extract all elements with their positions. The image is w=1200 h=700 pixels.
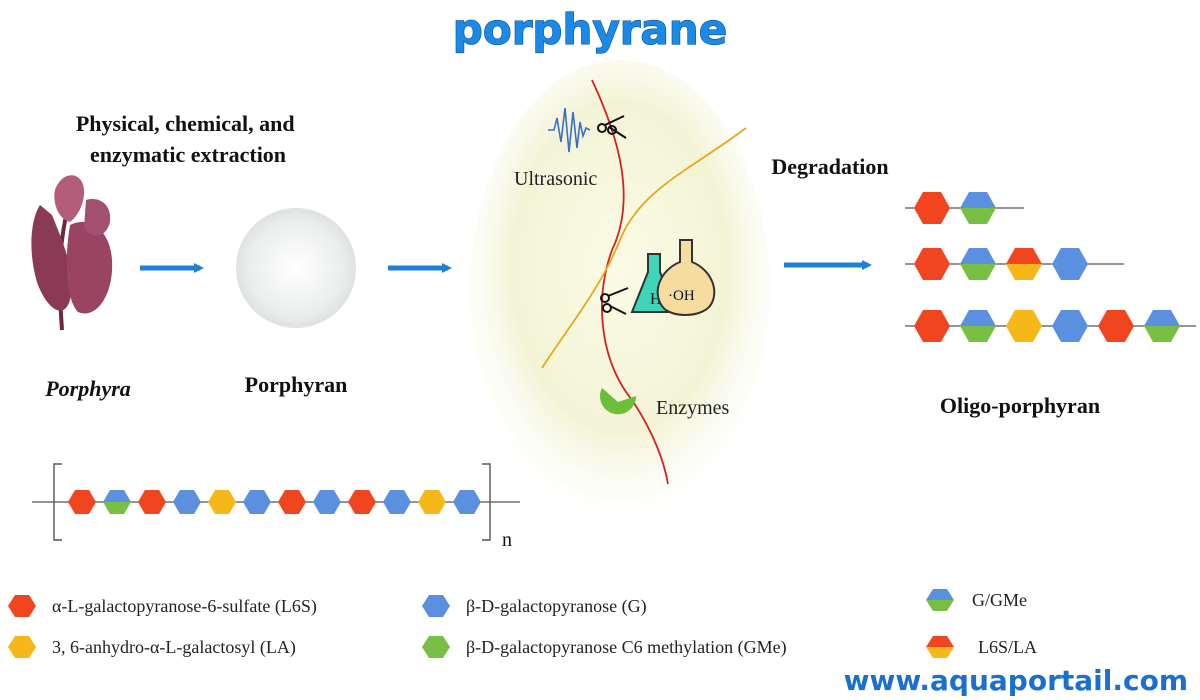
legend-label: β-D-galactopyranose (G): [466, 596, 647, 617]
legend-label: G/GMe: [972, 590, 1027, 610]
legend-swatch: [422, 636, 450, 658]
polymer-monomer: [348, 490, 376, 514]
oligo-monomer: [1006, 310, 1042, 342]
oligo-porphyran-label: Oligo-porphyran: [940, 393, 1100, 418]
polymer-strand-orange: [541, 127, 747, 369]
extraction-label: Physical, chemical, and enzymatic extrac…: [76, 111, 300, 167]
base-flask-icon: ·OH: [656, 239, 716, 316]
legend-swatch: [8, 636, 36, 658]
page-title: porphyrane: [453, 5, 727, 54]
ultrasonic-label: Ultrasonic: [514, 168, 597, 190]
legend-label: L6S/LA: [978, 637, 1037, 657]
porphyran-label: Porphyran: [245, 372, 348, 397]
svg-text:·OH: ·OH: [668, 288, 695, 304]
oligo-monomer: [960, 310, 996, 342]
legend-swatch: [8, 595, 36, 617]
enzyme-icon: [600, 388, 637, 415]
seaweed-illustration: [31, 175, 113, 331]
legend-swatch: [926, 589, 954, 611]
legend: α-L-galactopyranose-6-sulfate (L6S) 3, 6-…: [8, 589, 1037, 658]
scissors-icon: [597, 115, 627, 139]
porphyra-label: Porphyra: [44, 376, 131, 401]
oligo-monomer: [1144, 310, 1180, 342]
scissors-icon: [600, 287, 629, 315]
sound-wave-icon: [548, 107, 591, 153]
polymer-monomer: [173, 490, 201, 514]
legend-swatch: [422, 595, 450, 617]
left-bracket: [53, 463, 62, 541]
oligo-porphyran-chains: [905, 192, 1196, 342]
oligo-monomer: [960, 192, 996, 224]
polymer-monomer: [313, 490, 341, 514]
porphyran-powder: [236, 208, 356, 328]
legend-label: 3, 6-anhydro-α-L-galactosyl (LA): [52, 637, 296, 658]
legend-label: α-L-galactopyranose-6-sulfate (L6S): [52, 596, 317, 617]
right-bracket: [482, 463, 491, 541]
repeat-n-label: n: [502, 529, 512, 551]
porphyran-repeat-chain: n: [32, 463, 520, 551]
oligo-monomer: [914, 192, 950, 224]
polymer-monomer: [453, 490, 481, 514]
oligo-monomer: [1052, 310, 1088, 342]
oligo-monomer: [1098, 310, 1134, 342]
enzymes-label: Enzymes: [656, 397, 730, 419]
polymer-monomer: [138, 490, 166, 514]
legend-swatch: [926, 636, 954, 658]
watermark: www.aquaportail.com: [844, 664, 1188, 697]
legend-label: β-D-galactopyranose C6 methylation (GMe): [466, 637, 787, 658]
polymer-monomer: [383, 490, 411, 514]
oligo-monomer: [960, 248, 996, 280]
polymer-monomer: [278, 490, 306, 514]
polymer-monomer: [418, 490, 446, 514]
degradation-label: Degradation: [771, 154, 888, 179]
polymer-monomer: [243, 490, 271, 514]
degradation-background: [470, 60, 770, 520]
polymer-strand-red: [591, 79, 669, 485]
polymer-monomer: [68, 490, 96, 514]
oligo-monomer: [1006, 248, 1042, 280]
polymer-monomer: [208, 490, 236, 514]
oligo-monomer: [914, 248, 950, 280]
oligo-monomer: [1052, 248, 1088, 280]
polymer-monomer: [103, 490, 131, 514]
oligo-monomer: [914, 310, 950, 342]
